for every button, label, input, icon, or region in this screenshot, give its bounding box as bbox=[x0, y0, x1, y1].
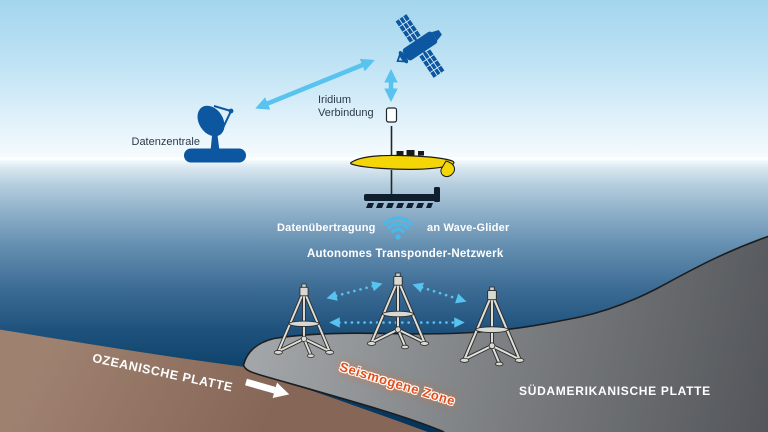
transponder-network-label: Autonomes Transponder-Netzwerk bbox=[307, 248, 504, 260]
double-headed-arrow-icon bbox=[255, 58, 398, 110]
to-wave-glider-label: an Wave-Glider bbox=[427, 222, 510, 234]
sky-background bbox=[0, 0, 768, 160]
satellite-icon bbox=[395, 14, 445, 78]
iridium-link-label-line1: Iridium bbox=[318, 94, 352, 106]
wave-glider-icon bbox=[350, 107, 456, 208]
wifi-signal-icon bbox=[383, 216, 413, 240]
plate-motion-arrow-icon bbox=[245, 378, 290, 398]
south-american-plate-label: SÜDAMERIKANISCHE PLATTE bbox=[519, 384, 711, 398]
iridium-link-label-line2: Verbindung bbox=[318, 106, 374, 119]
iridium-link-label: Iridium Verbindung bbox=[318, 94, 374, 119]
data-transfer-label: Datenübertragung bbox=[277, 222, 376, 234]
south-american-plate-shape bbox=[242, 235, 768, 432]
satellite-dish-icon bbox=[184, 105, 246, 163]
oceanic-plate-shape bbox=[0, 329, 428, 432]
data-center-label: Datenzentrale bbox=[131, 136, 201, 148]
